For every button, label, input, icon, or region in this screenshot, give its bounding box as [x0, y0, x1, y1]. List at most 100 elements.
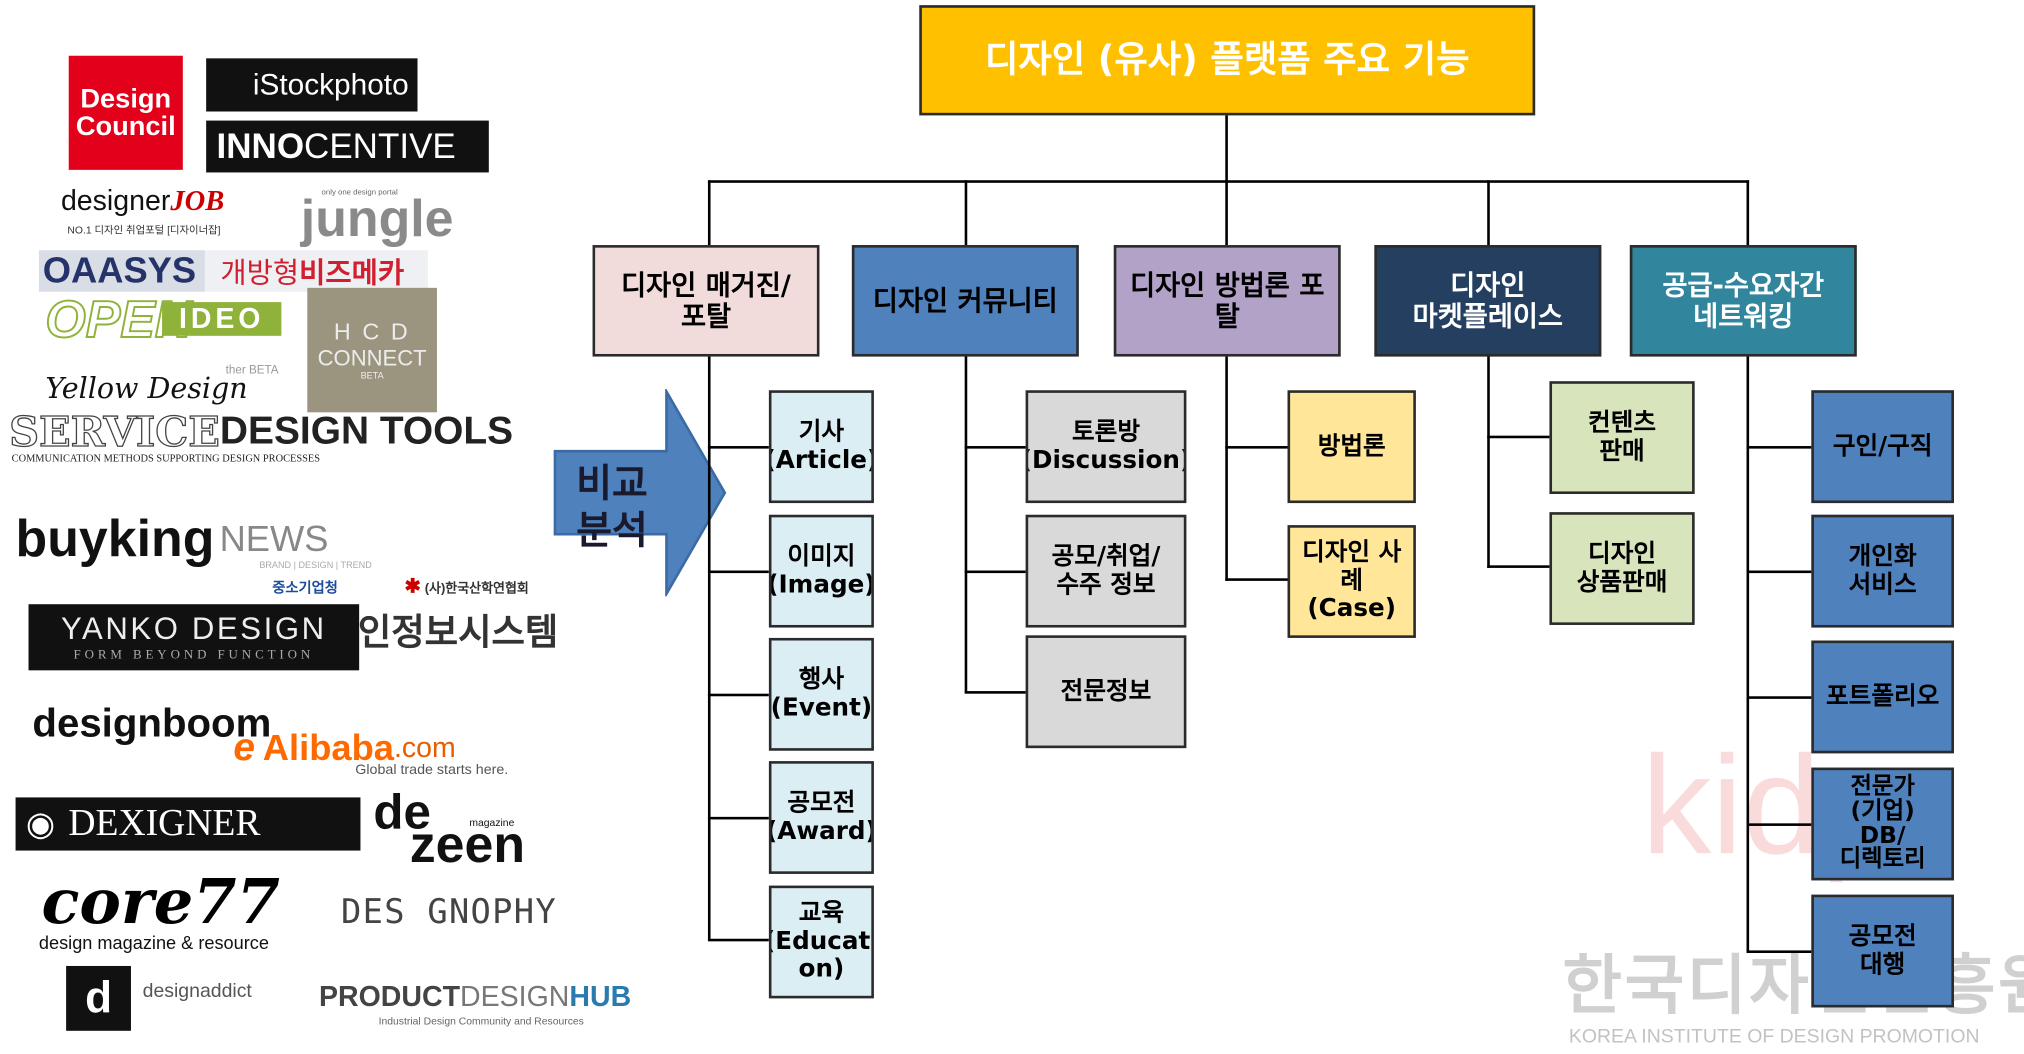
- item-event: 행사 (Event): [768, 637, 874, 751]
- connector: [707, 570, 769, 574]
- buyking-tagline: BRAND | DESIGN | TREND: [259, 560, 372, 570]
- connector: [707, 180, 1750, 183]
- item-article: 기사 (Article): [768, 390, 874, 504]
- connector: [1746, 696, 1812, 699]
- connector: [964, 446, 1026, 449]
- category-design-magazine-portal: 디자인 매거진/ 포탈: [592, 245, 820, 357]
- designaddict-logo: designaddict: [142, 979, 252, 1002]
- open-logo: OPEN: [44, 291, 193, 350]
- compare-arrow-shape: [553, 388, 727, 597]
- istockphoto-logo: iStockphoto: [206, 58, 418, 112]
- connector: [1746, 823, 1812, 826]
- hcd-connect-text: CONNECT: [317, 346, 427, 371]
- core77-logo: core77: [41, 866, 280, 939]
- connector: [1225, 446, 1288, 449]
- item-contest-agency: 공모전 대행: [1811, 894, 1954, 1008]
- productdesignhub-tagline: Industrial Design Community and Resource…: [378, 1014, 584, 1027]
- connector: [1746, 570, 1812, 574]
- jungle-logo: jungle: [300, 189, 454, 248]
- connector: [964, 180, 968, 246]
- kidp-association-logo: ✱(사)한국산학연협회: [404, 574, 567, 598]
- connector: [964, 355, 968, 693]
- connector: [707, 355, 711, 941]
- connector: [1487, 180, 1490, 246]
- connector: [1225, 180, 1228, 246]
- pdh-text-3: HUB: [569, 980, 632, 1013]
- category-supply-demand-networking: 공급-수요자간 네트워킹: [1629, 245, 1857, 357]
- connector: [1746, 180, 1750, 246]
- service-design-tagline: COMMUNICATION METHODS SUPPORTING DESIGN …: [11, 452, 320, 465]
- yanko-design-logo: YANKO DESIGN FORM BEYOND FUNCTION: [28, 604, 360, 671]
- diagram-title: 디자인 (유사) 플랫폼 주요 기능: [919, 5, 1536, 116]
- ideo-logo: IDEO: [162, 302, 282, 336]
- designboom-logo: designboom: [32, 700, 272, 746]
- alibaba-com-text: .com: [393, 731, 456, 764]
- jungle-tag: only one design portal: [321, 189, 398, 198]
- connector: [707, 816, 769, 820]
- item-personalized-service: 개인화 서비스: [1811, 514, 1954, 628]
- compare-arrow-label: 비교 분석: [576, 461, 648, 554]
- hcd-text: H C D: [333, 318, 411, 345]
- core77-tagline: design magazine & resource: [38, 932, 269, 954]
- connector: [964, 570, 1026, 574]
- compare-arrow: [553, 388, 727, 597]
- pdh-text-1: PRODUCT: [318, 980, 461, 1013]
- association-icon: ✱: [404, 575, 421, 598]
- hcd-beta-text: BETA: [360, 372, 384, 382]
- item-award: 공모전 (Award): [768, 761, 874, 874]
- designerjob-em: JOB: [170, 184, 225, 217]
- item-image: 이미지 (Image): [768, 514, 874, 628]
- service-text: SERVICE: [8, 406, 220, 457]
- design-council-logo: Design Council: [68, 55, 183, 170]
- item-contest-job-info: 공모/취업/ 수주 정보: [1025, 514, 1187, 628]
- connector: [1746, 446, 1812, 449]
- dezeen-magazine-text: magazine: [469, 816, 515, 828]
- istockphoto-text: iStockphoto: [252, 67, 409, 102]
- dezeen-de-logo: de: [373, 785, 431, 840]
- yellow-design-logo: Yellow Design: [45, 372, 248, 406]
- innocentive-bold: INNO: [216, 126, 305, 166]
- connector: [1487, 355, 1490, 568]
- bizmeka-text-1: 개방형: [220, 256, 300, 290]
- bizmeka-logo: 개방형 비즈메카: [204, 250, 428, 292]
- yanko-text: YANKO DESIGN: [60, 611, 327, 648]
- connector: [1746, 950, 1812, 954]
- item-expert-info: 전문정보: [1025, 635, 1187, 749]
- connector: [707, 693, 769, 697]
- kidp-association-text: (사)한국산학연협회: [424, 581, 529, 596]
- item-expert-directory: 전문가 (기업) DB/ 디렉토리: [1811, 767, 1954, 881]
- category-design-community: 디자인 커뮤니티: [851, 245, 1079, 357]
- alibaba-icon: e: [233, 726, 256, 769]
- buyking-news-text: NEWS: [219, 518, 329, 559]
- category-design-methodology-portal: 디자인 방법론 포 탈: [1113, 245, 1341, 357]
- connector: [1225, 355, 1228, 581]
- item-discussion: 토론방 (Discussion): [1025, 390, 1187, 504]
- smba-logo: 중소기업청: [272, 580, 338, 597]
- eye-icon: ◉: [25, 804, 56, 843]
- connector: [1487, 435, 1550, 439]
- connector: [964, 691, 1026, 694]
- designophy-logo: DES GNOPHY: [341, 893, 557, 933]
- item-portfolio: 포트폴리오: [1811, 640, 1954, 754]
- item-design-case: 디자인 사 례 (Case): [1287, 525, 1416, 638]
- pdh-text-2: DESIGN: [460, 980, 570, 1013]
- connector: [1225, 114, 1228, 182]
- dexigner-logo: ◉ DEXIGNER: [15, 797, 361, 851]
- designerjob-text: designer: [60, 184, 171, 217]
- connector: [1487, 565, 1550, 568]
- hcd-connect-logo: H C D CONNECT BETA: [307, 287, 437, 413]
- alibaba-tagline: Global trade starts here.: [355, 762, 509, 778]
- connector: [707, 938, 769, 942]
- dezeen-zeen-logo: zeen: [409, 816, 526, 874]
- item-content-sales: 컨텐츠 판매: [1549, 381, 1695, 495]
- dexigner-text: DEXIGNER: [68, 802, 261, 845]
- yanko-tagline: FORM BEYOND FUNCTION: [73, 648, 315, 663]
- item-job-search: 구인/구직: [1811, 390, 1954, 504]
- bizmeka-text-2: 비즈메카: [299, 256, 405, 290]
